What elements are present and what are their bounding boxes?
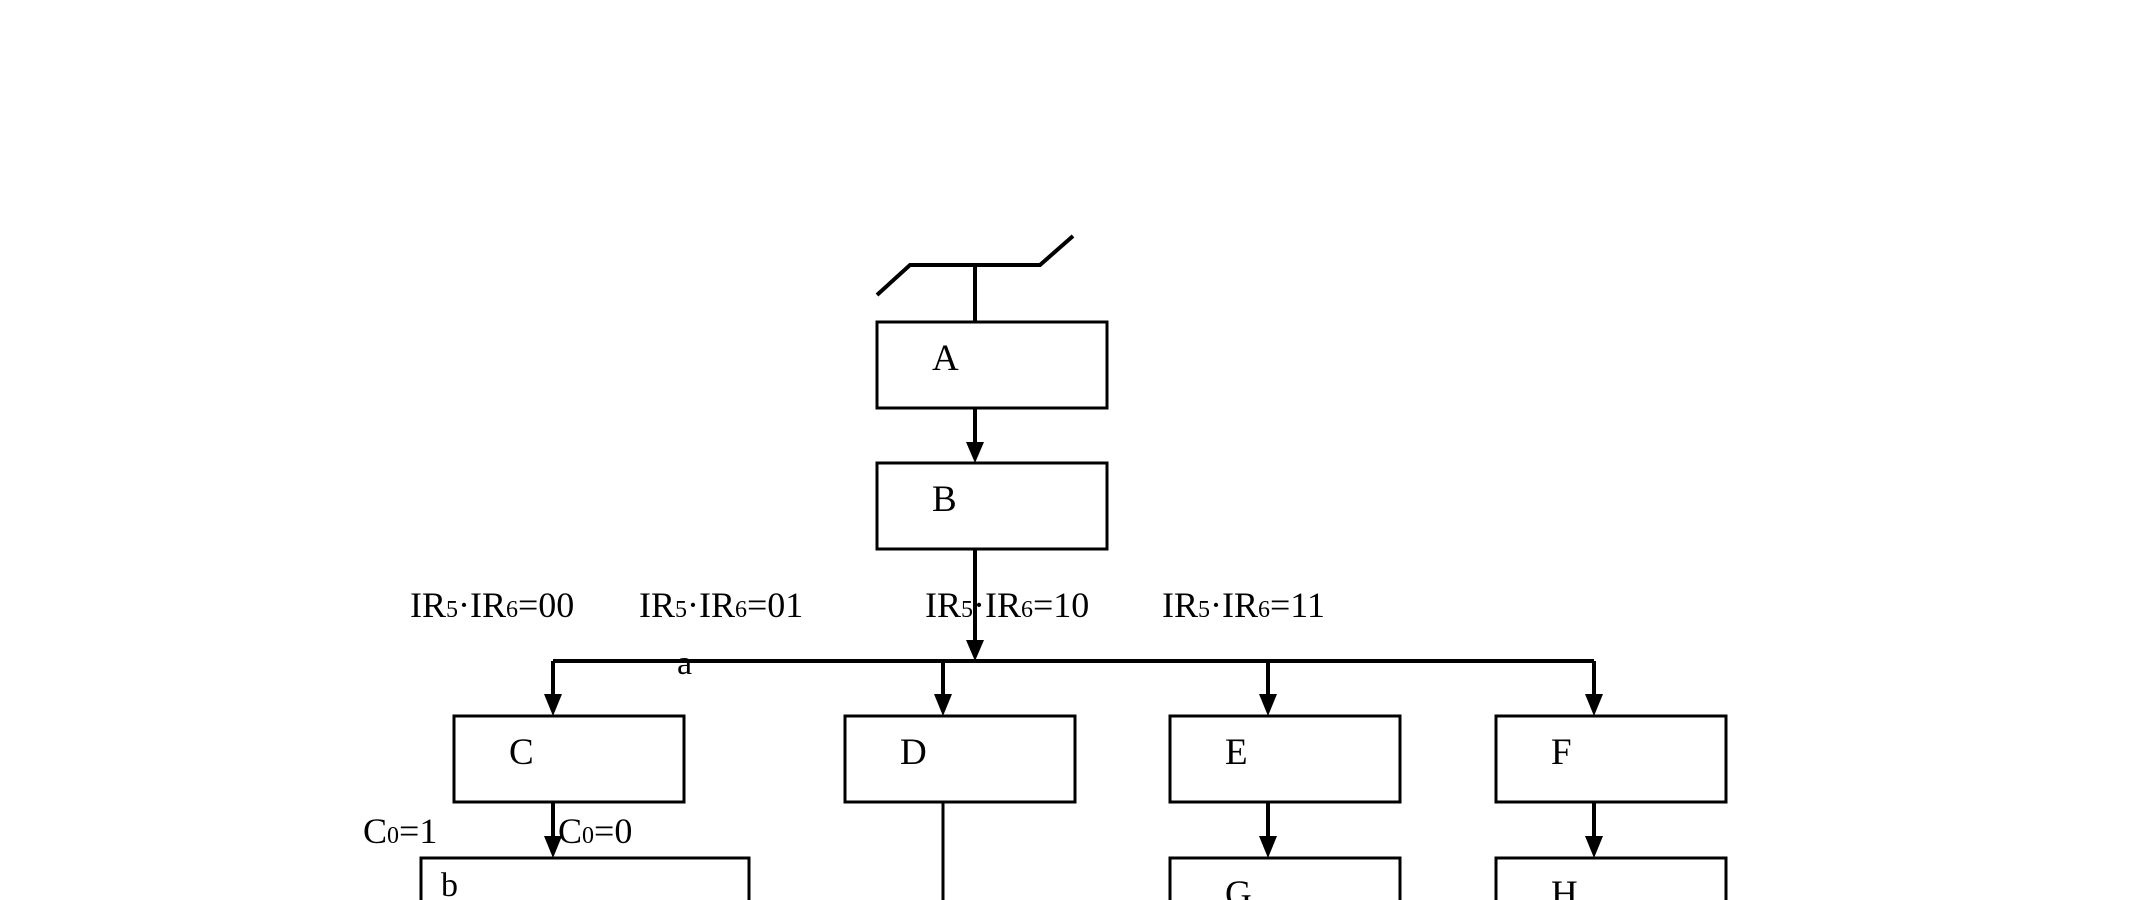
arrow-to-d-head: [934, 694, 952, 716]
branch-condition-01: IR5·IR6=01: [639, 585, 803, 625]
box-d: D: [843, 714, 1077, 804]
box-c-rect: [452, 714, 686, 804]
box-e-label: E: [1225, 732, 1248, 773]
box-b-lower: b: [419, 856, 751, 900]
arrow-a-to-b: [966, 408, 984, 463]
box-a-rect: [875, 320, 1109, 410]
box-b: B: [875, 461, 1109, 551]
box-h-rect: [1494, 856, 1728, 900]
box-b-label: B: [932, 479, 957, 520]
arrow-c-b-head: [544, 836, 562, 858]
arrow-e-to-g: [1259, 802, 1277, 858]
box-g-rect: [1168, 856, 1402, 900]
entry-connector: [875, 234, 1075, 322]
box-g: G: [1168, 856, 1402, 900]
arrow-b-bus-head: [966, 640, 984, 661]
arrow-to-e-head: [1259, 694, 1277, 716]
box-b-lower-label: b: [441, 867, 458, 900]
bus-arrows: [551, 661, 1596, 696]
box-f-label: F: [1551, 732, 1572, 773]
box-a: A: [875, 320, 1109, 410]
box-d-rect: [843, 714, 1077, 804]
box-e-rect: [1168, 714, 1402, 804]
arrow-f-to-h: [1585, 802, 1603, 858]
box-h: H: [1494, 856, 1728, 900]
c0-condition-0: C0=0: [558, 811, 632, 851]
box-f: F: [1494, 714, 1728, 804]
box-e: E: [1168, 714, 1402, 804]
branch-condition-00: IR5·IR6=00: [410, 585, 574, 625]
arrow-to-f-head: [1585, 694, 1603, 716]
c0-condition-1: C0=1: [363, 811, 437, 851]
junction-label: a: [677, 645, 692, 682]
arrow-b-to-bus: [966, 549, 984, 661]
arrow-a-b-head: [966, 442, 984, 463]
branch-condition-11: IR5·IR6=11: [1162, 585, 1325, 625]
arrow-to-c-head: [544, 694, 562, 716]
arrow-f-h-head: [1585, 836, 1603, 858]
box-d-label: D: [900, 732, 927, 773]
box-c-label: C: [509, 732, 534, 773]
box-b-rect: [875, 461, 1109, 551]
branch-conditions: IR5·IR6=00 IR5·IR6=01 IR5·IR6=10 IR5·IR6…: [410, 585, 1325, 625]
arrow-e-g-head: [1259, 836, 1277, 858]
box-b-lower-rect: [419, 856, 751, 900]
box-f-rect: [1494, 714, 1728, 804]
box-h-label: H: [1551, 874, 1578, 900]
arrow-c-to-b: [544, 802, 562, 858]
box-c: C: [452, 714, 686, 804]
box-a-label: A: [932, 338, 959, 379]
branch-condition-10: IR5·IR6=10: [925, 585, 1089, 625]
box-g-label: G: [1225, 874, 1252, 900]
bus-arrowheads: [544, 694, 1603, 716]
